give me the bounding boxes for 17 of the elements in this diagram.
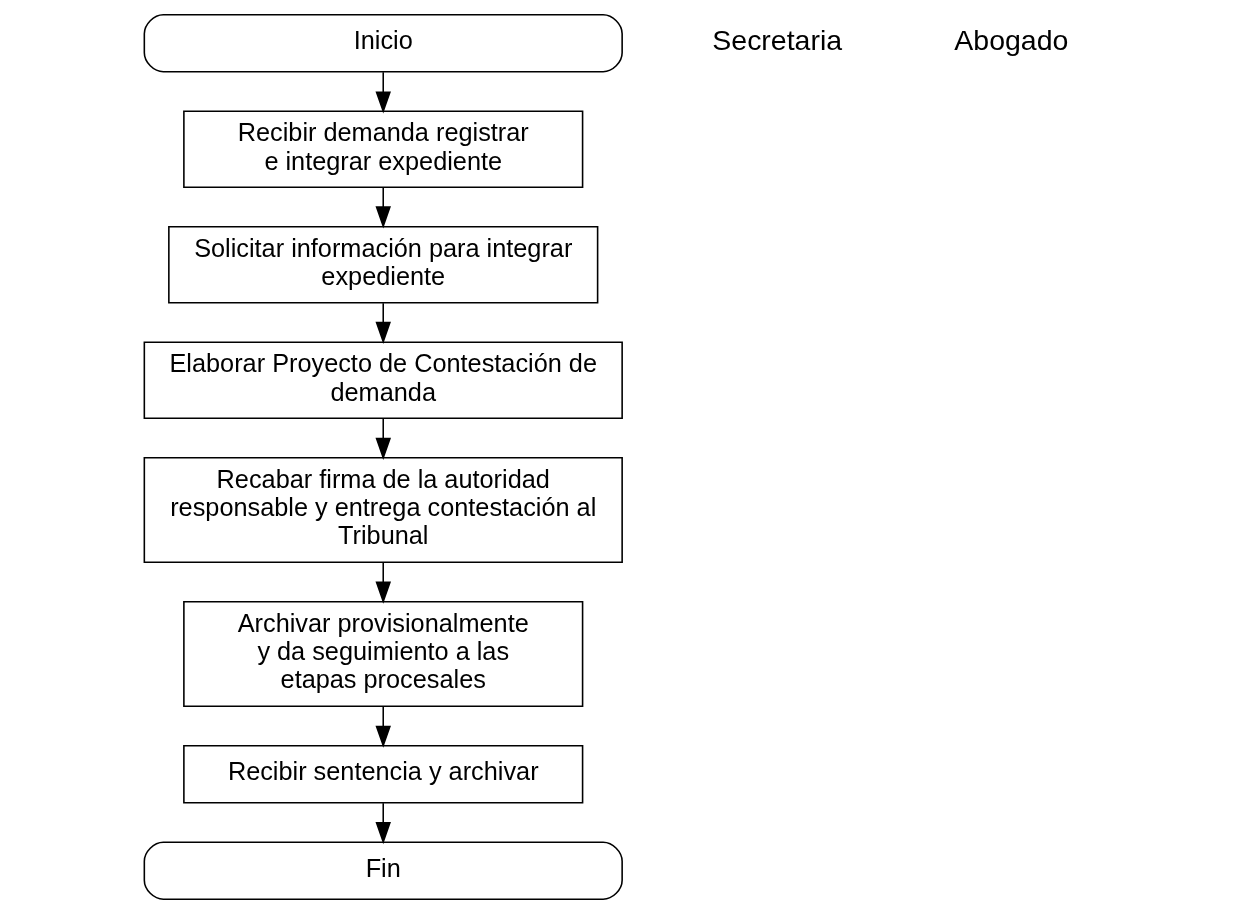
node-box: Solicitar información para integrar expediente [167,226,598,304]
arrow [374,802,391,845]
label: Abogado [953,24,1068,57]
node-box: Recabar firma de la autoridad responsable y entrega contestación al Tribunal [143,457,623,563]
node-box: Elaborar Proyecto de Contestación de demanda [143,341,623,420]
arrow [374,71,391,114]
node-box: Recibir demanda registrar e integrar expediente [182,110,583,189]
arrow [374,417,391,461]
node-box: Archivar provisionalmente y da seguimiento a las etapas procesales [182,601,583,707]
arrow [374,186,391,229]
label: Secretaria [711,24,842,57]
node-box: Inicio [143,14,623,73]
node-box: Fin [143,841,623,900]
arrow [374,561,391,604]
node-box: Recibir sentencia y archivar [182,744,583,804]
arrow [374,705,391,748]
arrow [374,302,391,344]
